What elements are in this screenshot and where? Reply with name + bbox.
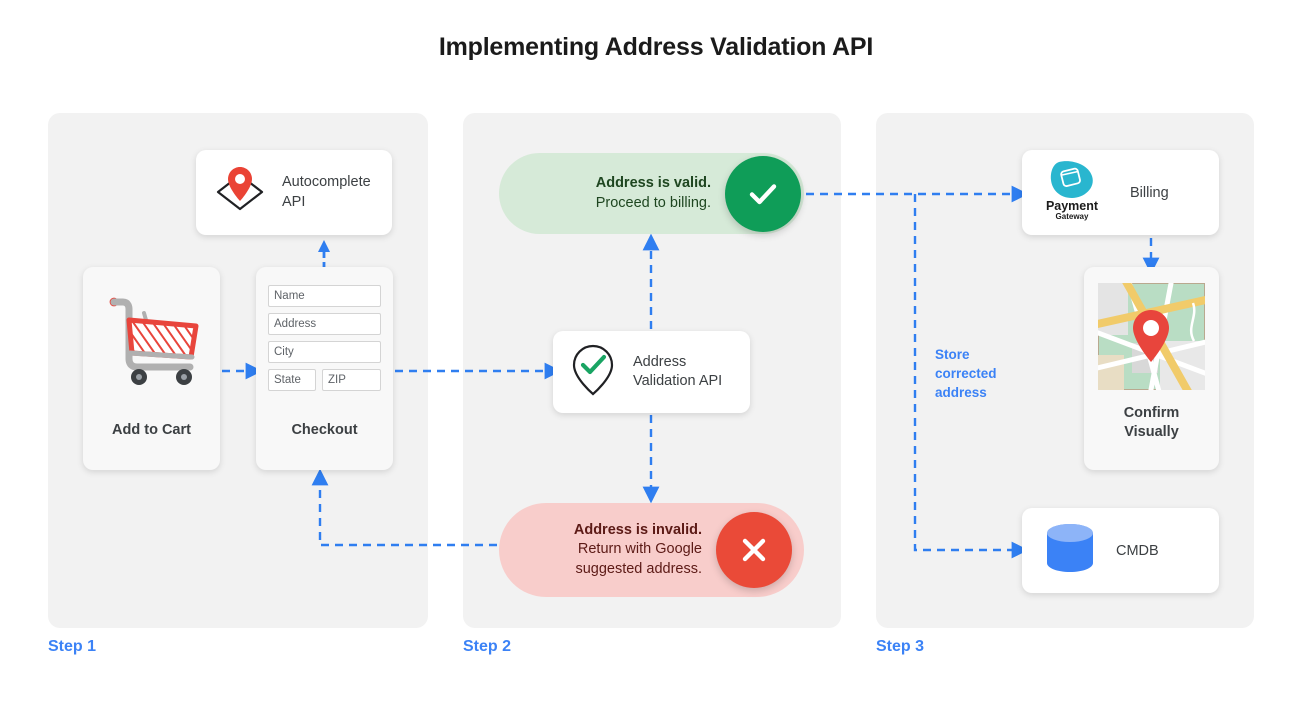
card-add-to-cart-caption: Add to Cart <box>112 422 191 438</box>
card-billing[interactable]: Payment Gateway Billing <box>1022 150 1219 235</box>
city-field[interactable]: City <box>268 341 381 363</box>
state-zip-row: State ZIP <box>268 369 381 391</box>
step-label-1: Step 1 <box>48 638 97 655</box>
x-circle-icon <box>716 512 792 588</box>
svg-text:Payment: Payment <box>1046 199 1099 213</box>
name-field[interactable]: Name <box>268 285 381 307</box>
state-field[interactable]: State <box>268 369 316 391</box>
address-field[interactable]: Address <box>268 313 381 335</box>
status-pill-invalid-text: Address is invalid. Return with Google s… <box>573 522 702 577</box>
card-cmdb-label: CMDB <box>1116 542 1159 559</box>
card-checkout[interactable]: Name Address City State ZIP Checkout <box>256 267 393 470</box>
map-pin-check-icon <box>567 342 619 403</box>
svg-text:Gateway: Gateway <box>1056 212 1089 221</box>
payment-gateway-logo: Payment Gateway <box>1038 158 1112 227</box>
map-thumbnail-icon <box>1092 276 1211 397</box>
status-pill-valid[interactable]: Address is valid. Proceed to billing. <box>499 153 804 234</box>
shopping-cart-icon <box>96 285 208 400</box>
step-label-2: Step 2 <box>463 638 512 655</box>
status-pill-valid-text: Address is valid. Proceed to billing. <box>595 175 711 211</box>
map-pin-envelope-icon <box>208 161 272 224</box>
page-title: Implementing Address Validation API <box>438 33 874 61</box>
card-checkout-caption: Checkout <box>291 422 358 438</box>
check-circle-icon <box>725 155 801 232</box>
card-billing-label: Billing <box>1130 184 1169 201</box>
card-add-to-cart[interactable]: Add to Cart <box>83 267 220 470</box>
store-corrected-address-note: Store corrected address <box>935 347 997 401</box>
step-label-3: Step 3 <box>876 638 925 655</box>
card-cmdb[interactable]: CMDB <box>1022 508 1219 593</box>
database-cylinder-icon <box>1044 521 1096 580</box>
status-pill-invalid[interactable]: Address is invalid. Return with Google s… <box>499 503 804 597</box>
zip-field[interactable]: ZIP <box>322 369 381 391</box>
